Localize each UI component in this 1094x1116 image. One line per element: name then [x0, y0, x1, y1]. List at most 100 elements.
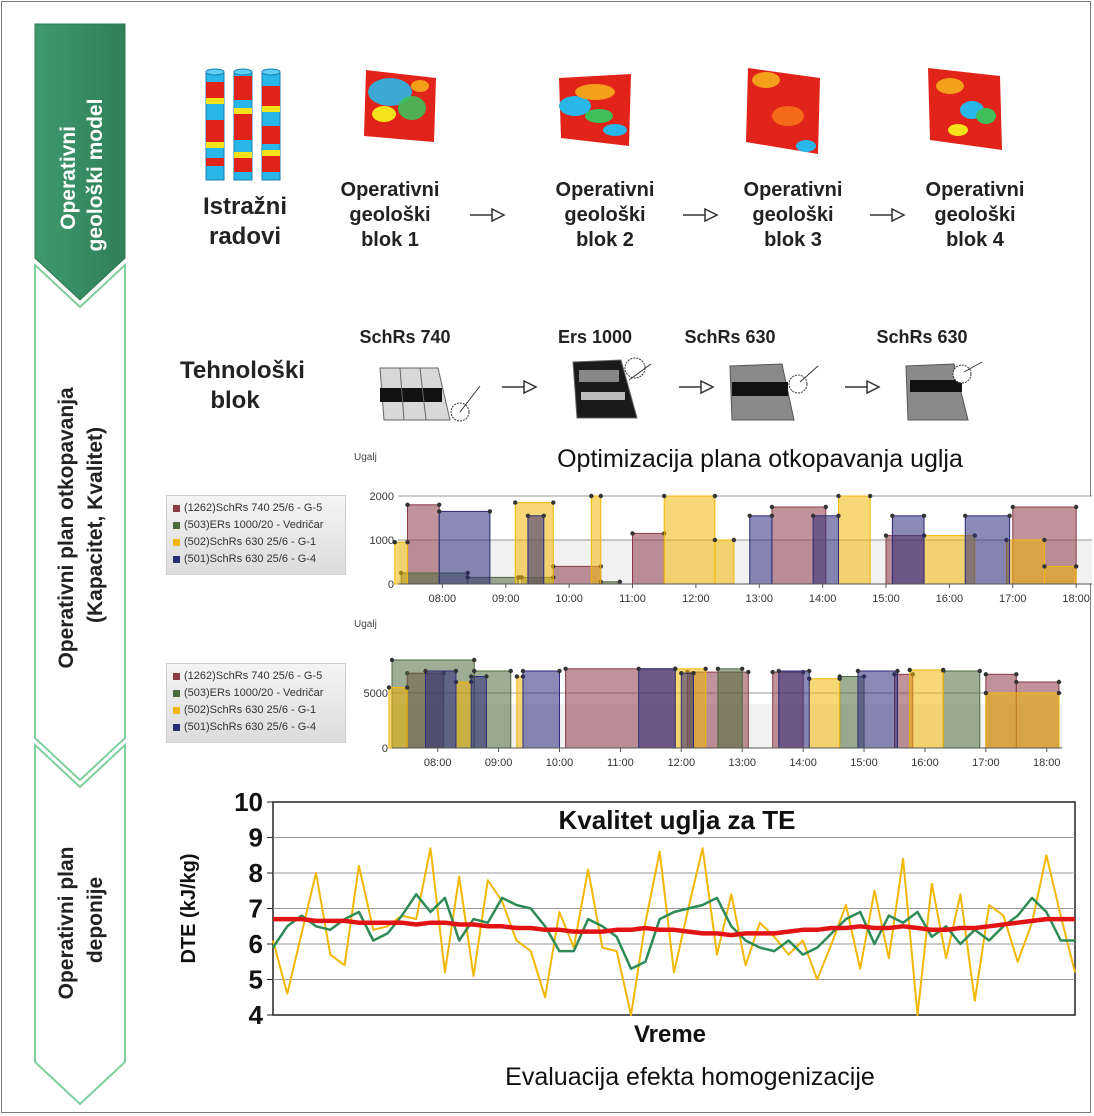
machine-label-2: Ers 1000 — [557, 327, 633, 347]
data-point — [436, 502, 442, 507]
legend-item: (502)SchRs 630 25/6 - G-1 — [173, 534, 339, 551]
x-tick-label: 11:00 — [619, 593, 646, 605]
chart-1-legend: (1262)SchRs 740 25/6 - G-5 (503)ERs 1000… — [166, 495, 346, 575]
data-point — [484, 674, 489, 679]
stage-chevron-3 — [34, 742, 126, 1106]
data-point — [541, 513, 546, 518]
legend-item: (503)ERs 1000/20 - Vedričar — [173, 517, 339, 534]
data-point — [1007, 513, 1012, 518]
data-point — [636, 666, 641, 671]
area-segment — [714, 539, 735, 585]
data-point — [514, 674, 520, 679]
legend-item: (502)SchRs 630 25/6 - G-1 — [173, 702, 339, 719]
legend-item: (1262)SchRs 740 25/6 - G-5 — [173, 500, 339, 517]
legend-item: (501)SchRs 630 25/6 - G-4 — [173, 719, 339, 736]
data-point — [1010, 504, 1015, 510]
x-tick-label: 14:00 — [789, 757, 817, 769]
area-segment — [407, 504, 440, 585]
area-segment — [812, 515, 839, 585]
area-segment — [1005, 539, 1045, 585]
data-point — [836, 493, 841, 499]
y-axis-title: DTE (kJ/kg) — [178, 853, 200, 963]
stage-2-label: Operativni plan otkopavanja (Kapacitet, … — [55, 381, 107, 668]
area-segment — [985, 692, 1060, 749]
data-point — [776, 668, 781, 674]
area-segment — [717, 668, 743, 749]
legend-label: (1262)SchRs 740 25/6 - G-5 — [184, 502, 323, 514]
legend-item: (501)SchRs 630 25/6 - G-4 — [173, 551, 339, 568]
data-point — [983, 672, 989, 677]
area-segment — [663, 495, 716, 585]
geo-block-4-map — [928, 68, 1002, 150]
machine-label-3: SchRs 630 — [684, 327, 776, 347]
data-point — [837, 676, 842, 681]
x-tick-label: 09:00 — [485, 757, 513, 769]
y-tick-label: 10 — [234, 787, 263, 817]
series-line — [272, 847, 1076, 1016]
data-point — [389, 657, 395, 663]
area-segment — [1043, 565, 1077, 585]
data-point — [1042, 537, 1047, 543]
data-point — [392, 540, 398, 545]
x-tick-label: 11:00 — [607, 757, 634, 769]
arrow-right-icon — [870, 207, 906, 223]
data-point — [436, 509, 442, 514]
data-point — [472, 657, 477, 663]
data-point — [890, 513, 895, 518]
area-segment — [964, 515, 1011, 585]
drill-columns-image — [205, 68, 281, 181]
area-segment — [749, 515, 773, 585]
area-segment — [680, 672, 694, 749]
excavator-block-2-image — [572, 357, 652, 419]
data-point — [703, 666, 708, 671]
y-tick-label: 5 — [249, 965, 263, 995]
legend-label: (501)SchRs 630 25/6 - G-4 — [184, 553, 317, 565]
excavator-block-3-image — [729, 363, 819, 421]
y-tick-label: 0 — [388, 579, 394, 591]
data-point — [423, 668, 428, 674]
data-point — [679, 671, 684, 676]
x-tick-label: 17:00 — [999, 593, 1027, 605]
arrow-right-icon — [679, 379, 715, 395]
area-segment — [455, 681, 472, 749]
machine-label-4: SchRs 630 — [876, 327, 968, 347]
y-tick-label: 6 — [249, 929, 263, 959]
area-segment — [438, 510, 491, 585]
x-tick-label: 10:00 — [555, 593, 583, 605]
legend-label: (503)ERs 1000/20 - Vedričar — [184, 687, 324, 699]
data-point — [630, 531, 635, 536]
y-tick-label: 4 — [249, 1000, 264, 1030]
data-point — [883, 533, 889, 538]
area-segment — [590, 495, 602, 585]
y-tick-label: 9 — [249, 823, 263, 853]
x-tick-label: 08:00 — [429, 593, 457, 605]
data-point — [557, 668, 562, 674]
data-point — [807, 668, 812, 674]
data-point — [598, 493, 604, 499]
geo-block-3-map — [746, 68, 820, 154]
x-tick-label: 15:00 — [872, 593, 900, 605]
area-segment — [778, 670, 810, 749]
y-tick-label: 1000 — [370, 535, 394, 547]
y-tick-label: 2000 — [370, 491, 394, 503]
chart-2-legend: (1262)SchRs 740 25/6 - G-5 (503)ERs 1000… — [166, 663, 346, 743]
data-point — [921, 513, 927, 518]
data-point — [1014, 679, 1019, 685]
data-point — [907, 667, 912, 673]
arrow-right-icon — [502, 379, 538, 395]
arrow-right-icon — [683, 207, 719, 223]
x-tick-label: 10:00 — [546, 757, 574, 769]
data-point — [855, 668, 861, 674]
homogenization-evaluation-title: Evaluacija efekta homogenizacije — [505, 1063, 875, 1091]
data-point — [589, 493, 594, 499]
data-point — [746, 669, 751, 675]
machine-label-1: SchRs 740 — [359, 327, 451, 347]
optimization-title: Optimizacija plana otkopavanja uglja — [557, 445, 963, 473]
stage-chevron-2 — [34, 262, 126, 782]
data-point — [691, 671, 696, 676]
data-point — [386, 685, 392, 690]
